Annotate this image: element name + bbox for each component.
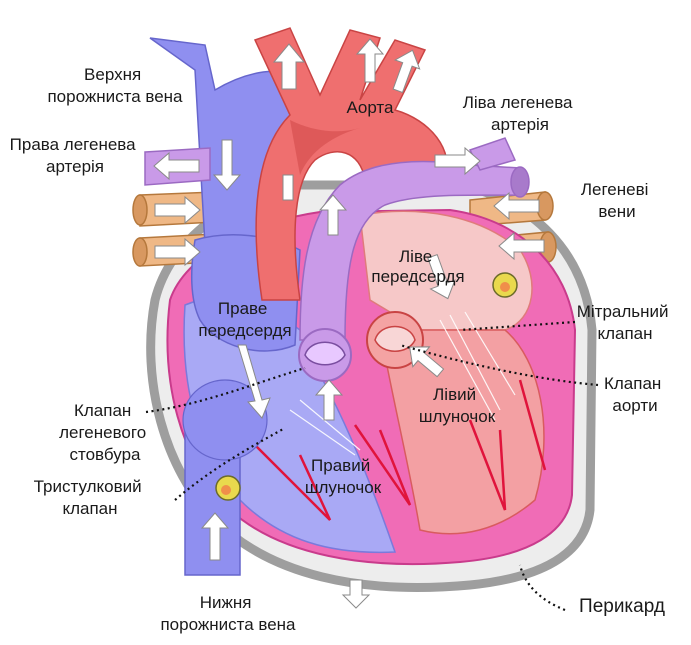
aortic-valve <box>366 311 424 369</box>
arrow-vein-in-bottom-right <box>498 231 545 261</box>
arrow-up-aorta-right <box>392 49 421 94</box>
leader-lines <box>145 320 599 612</box>
label-pulmonary-veins: Легеневі вени <box>581 180 653 221</box>
arrow-up-pulmonary-trunk <box>318 194 348 236</box>
aorta-inner <box>290 120 360 175</box>
label-inferior-vena-cava: Нижня порожниста вена <box>160 593 296 634</box>
arrow-vein-in-top-left <box>154 195 201 225</box>
label-right-pulmonary-artery: Права легенева артерія <box>10 135 141 176</box>
arrow-vein-in-top-right <box>493 191 540 221</box>
arrow-up-aorta-arch <box>282 174 294 201</box>
label-aorta: Аорта <box>347 98 394 117</box>
label-pulmonary-valve: Клапан легеневого стовбура <box>59 401 151 464</box>
arrow-down-ra <box>237 344 271 419</box>
label-left-atrium: Ліве передсердя <box>371 247 464 286</box>
arrow-right-pulmonary-left <box>153 151 200 181</box>
tricuspid-valve-ring <box>215 475 241 501</box>
left-pulmonary-artery-end <box>510 166 530 198</box>
label-right-atrium: Праве передсердя <box>198 299 291 340</box>
label-left-ventricle: Лівий шлуночок <box>419 385 496 426</box>
arrow-lv-to-aorta <box>409 346 445 378</box>
label-aortic-valve: Клапан аорти <box>604 374 666 415</box>
arrow-down-ivc-bottom <box>341 579 371 609</box>
label-right-ventricle: Правий шлуночок <box>305 456 382 497</box>
arrow-down-svc <box>212 139 242 191</box>
arrow-up-ivc <box>200 512 230 561</box>
arrow-vein-in-bottom-left <box>154 237 201 267</box>
label-superior-vena-cava: Верхня порожниста вена <box>47 65 183 106</box>
pulmonary-valve <box>298 328 352 382</box>
aorta <box>253 27 448 301</box>
arrow-right-pulmonary-right <box>434 146 481 176</box>
arrow-up-rv-outflow <box>314 379 344 421</box>
chordae-tendineae <box>289 311 516 456</box>
labels: Верхня порожниста вена Права легенева ар… <box>10 65 674 634</box>
papillary-muscles <box>249 379 547 521</box>
arrow-down-la <box>427 253 456 300</box>
label-pericardium: Перикард <box>579 596 665 617</box>
label-mitral-valve: Мітральний клапан <box>577 302 674 343</box>
arrow-up-aorta-mid <box>355 38 385 83</box>
label-tricuspid-valve: Тристулковий клапан <box>34 477 147 518</box>
right-atrium-wall <box>182 379 268 461</box>
blood-flow-arrows <box>153 38 545 609</box>
label-left-pulmonary-artery: Ліва легенева артерія <box>463 93 577 134</box>
arrow-up-aorta-left <box>272 43 306 90</box>
mitral-valve-ring <box>492 272 518 298</box>
